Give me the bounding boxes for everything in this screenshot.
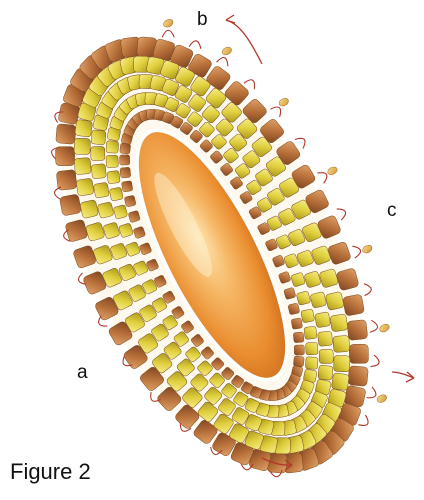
bead-inner-brown bbox=[293, 356, 304, 367]
bead-outer-brown bbox=[56, 124, 77, 145]
bead-yellow-mid bbox=[319, 349, 333, 363]
bead-inner-brown bbox=[120, 155, 130, 165]
label-b: b bbox=[197, 10, 208, 29]
bead-yellow-inner bbox=[106, 141, 119, 154]
bead-yellow-mid bbox=[91, 130, 106, 145]
drop-bead bbox=[162, 18, 174, 29]
picot-thread-loop bbox=[162, 30, 174, 37]
bead-inner-brown bbox=[293, 332, 304, 343]
bead-yellow-inner bbox=[107, 170, 120, 183]
picot-thread-loop bbox=[367, 387, 379, 401]
arrow-head-b bbox=[226, 15, 235, 23]
bead-yellow-mid bbox=[97, 202, 114, 219]
picot-thread-loop bbox=[364, 283, 371, 295]
bead-inner-brown bbox=[124, 195, 136, 207]
bead-outer-brown bbox=[342, 294, 364, 316]
bead-inner-brown bbox=[121, 181, 133, 193]
bead-yellow-inner bbox=[106, 155, 118, 167]
bead-outer-brown bbox=[348, 366, 369, 387]
bead-yellow-inner bbox=[301, 309, 315, 323]
drop-bead bbox=[378, 323, 390, 334]
bead-inner-brown bbox=[288, 303, 300, 315]
bead-yellow-inner bbox=[305, 357, 318, 370]
bead-inner-brown bbox=[120, 167, 131, 178]
picot-thread-loop bbox=[295, 135, 308, 149]
picot-thread-loop bbox=[189, 40, 202, 49]
bead-yellow-outer bbox=[330, 314, 348, 332]
drop-bead bbox=[361, 244, 373, 255]
bead-yellow-outer bbox=[74, 158, 91, 175]
bead-yellow-outer bbox=[325, 291, 344, 310]
bead-yellow-inner bbox=[304, 326, 317, 339]
picot-thread-loop bbox=[337, 206, 348, 220]
bead-inner-brown bbox=[120, 143, 131, 154]
bead-inner-brown bbox=[294, 345, 304, 355]
bead-yellow-inner bbox=[109, 187, 123, 201]
bead-inner-brown bbox=[291, 318, 303, 330]
label-a: a bbox=[77, 363, 88, 382]
bead-outer-brown bbox=[347, 320, 368, 341]
bead-yellow-inner bbox=[306, 342, 318, 354]
bead-outer-brown bbox=[349, 344, 368, 363]
bead-yellow-outer bbox=[333, 335, 350, 352]
bead-yellow-mid bbox=[93, 182, 109, 198]
figure-caption: Figure 2 bbox=[10, 459, 91, 485]
thread-tail-b bbox=[226, 20, 262, 64]
drop-bead bbox=[376, 393, 388, 404]
drop-bead bbox=[326, 165, 338, 176]
picot-thread-loop bbox=[352, 245, 361, 258]
bead-outer-brown bbox=[55, 147, 74, 166]
bead-yellow-outer bbox=[76, 178, 94, 196]
bead-yellow-mid bbox=[91, 164, 106, 179]
bead-yellow-mid bbox=[318, 331, 333, 346]
bead-yellow-outer bbox=[74, 138, 90, 154]
label-c: c bbox=[387, 201, 397, 220]
picot-thread-loop bbox=[370, 320, 378, 333]
bead-yellow-mid bbox=[314, 312, 330, 328]
bead-yellow-mid bbox=[310, 291, 327, 308]
bead-yellow-mid bbox=[318, 365, 333, 380]
bead-yellow-outer bbox=[80, 199, 99, 218]
drop-bead bbox=[278, 97, 290, 108]
picot-thread-loop bbox=[244, 77, 258, 89]
bead-yellow-mid bbox=[91, 147, 105, 161]
bead-yellow-outer bbox=[334, 355, 350, 371]
drop-bead bbox=[221, 46, 233, 57]
picot-thread-loop bbox=[217, 56, 231, 67]
bead-outer-brown bbox=[59, 194, 81, 216]
picot-thread-loop bbox=[358, 415, 371, 429]
bead-yellow-outer bbox=[75, 119, 93, 137]
bead-yellow-outer bbox=[331, 373, 349, 391]
picot-thread-loop bbox=[371, 355, 381, 369]
